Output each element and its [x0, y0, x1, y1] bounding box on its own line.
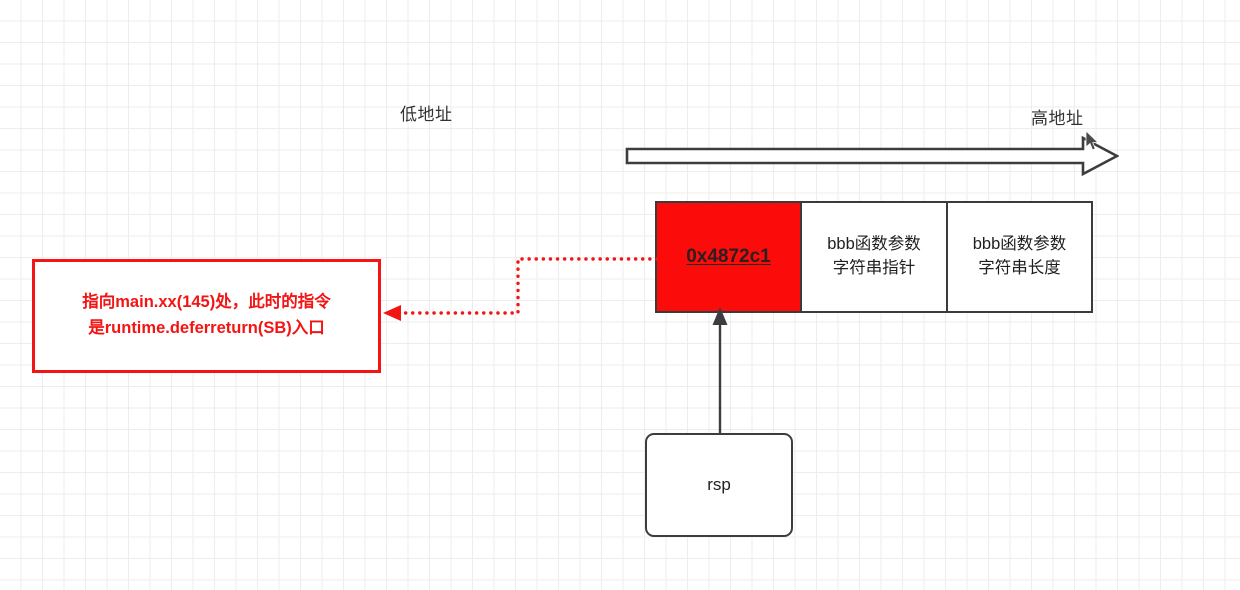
stack-cell-return-address[interactable]: 0x4872c1 [655, 201, 802, 313]
arg-pointer-label: bbb函数参数 字符串指针 [827, 235, 921, 277]
mouse-pointer-icon [1085, 130, 1101, 152]
annotation-connector-line [381, 245, 661, 325]
rsp-register-box[interactable]: rsp [645, 433, 793, 537]
annotation-callout-box[interactable]: 指向main.xx(145)处，此时的指令 是runtime.deferretu… [32, 259, 381, 373]
low-address-label: 低地址 [400, 105, 453, 124]
stack-cell-arg-length[interactable]: bbb函数参数 字符串长度 [948, 201, 1093, 313]
return-address-value: 0x4872c1 [686, 246, 771, 268]
arg-length-label: bbb函数参数 字符串长度 [972, 235, 1067, 277]
annotation-text: 指向main.xx(145)处，此时的指令 是runtime.deferretu… [82, 293, 331, 337]
address-growth-arrow-icon [625, 135, 1120, 177]
stack-cell-arg-pointer[interactable]: bbb函数参数 字符串指针 [802, 201, 948, 313]
rsp-label: rsp [707, 475, 731, 494]
stack-frame-table: 0x4872c1 bbb函数参数 字符串指针 bbb函数参数 字符串长度 [655, 201, 1093, 313]
high-address-label: 高地址 [1031, 109, 1084, 128]
rsp-pointer-arrow-icon [700, 305, 740, 437]
